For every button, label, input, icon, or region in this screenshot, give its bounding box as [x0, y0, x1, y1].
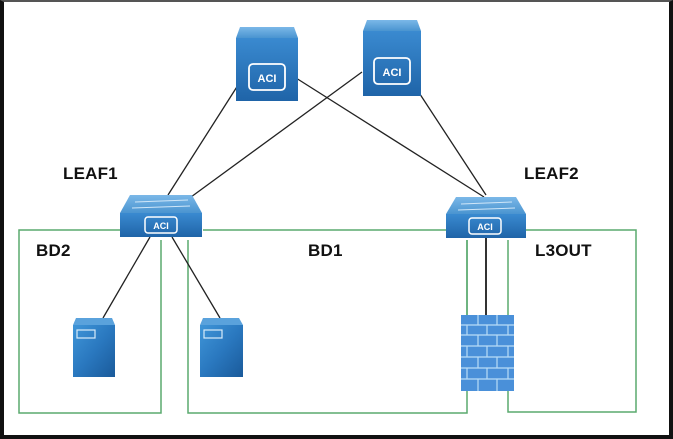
aci-icon: ACI [144, 216, 178, 234]
bd2-label: BD2 [36, 241, 71, 260]
svg-text:ACI: ACI [383, 67, 402, 79]
link-leaf1-server2 [171, 236, 221, 319]
firewall[interactable] [461, 315, 514, 391]
l3out-label: L3OUT [535, 241, 592, 260]
server1[interactable] [73, 318, 115, 377]
link-spine2-leaf1 [190, 71, 363, 198]
leaf1-label: LEAF1 [63, 164, 118, 183]
bd2-boundary [18, 229, 162, 414]
spine2-switch[interactable]: ACI [363, 20, 421, 96]
aci-icon: ACI [248, 63, 286, 91]
l3out-boundary [507, 229, 637, 413]
leaf2-switch[interactable]: ACI [446, 197, 526, 238]
link-spine2-leaf2 [411, 81, 487, 196]
svg-text:ACI: ACI [153, 221, 169, 231]
leaf1-switch[interactable]: ACI [120, 195, 202, 237]
drive-bay-icon [203, 329, 223, 339]
spine1-switch[interactable]: ACI [236, 27, 298, 101]
drive-bay-icon [76, 329, 96, 339]
bd1-label: BD1 [308, 241, 343, 260]
links [102, 71, 487, 319]
aci-icon: ACI [373, 57, 411, 85]
leaf2-label: LEAF2 [524, 164, 579, 183]
link-leaf1-server1 [102, 236, 151, 319]
server2[interactable] [200, 318, 243, 377]
link-spine1-leaf1 [167, 81, 241, 196]
svg-text:ACI: ACI [258, 73, 277, 85]
brick-pattern-icon [461, 315, 514, 391]
svg-text:ACI: ACI [477, 222, 493, 232]
aci-icon: ACI [468, 217, 502, 235]
